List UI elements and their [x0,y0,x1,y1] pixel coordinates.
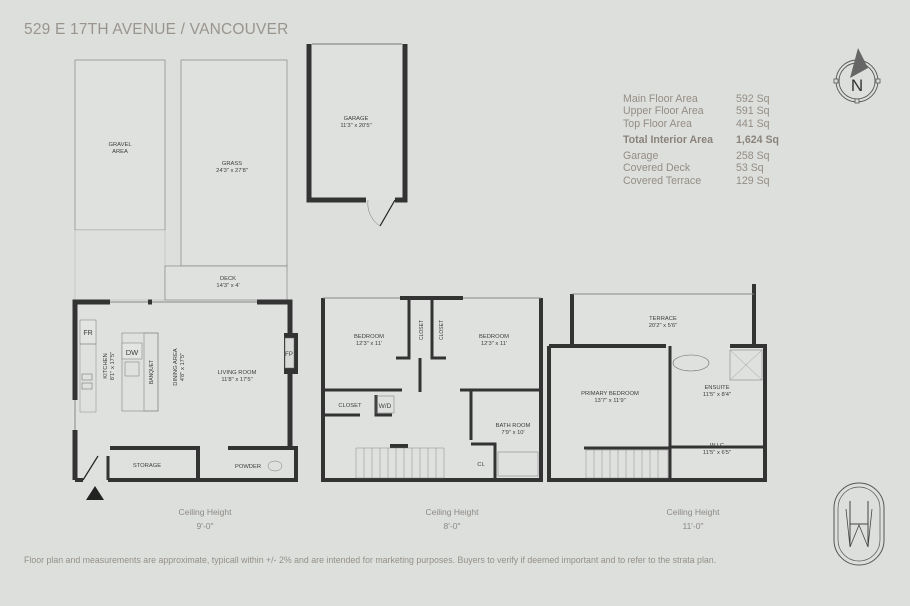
grass-area: GRASS 24'3" x 27'8" [180,59,288,267]
svg-text:14'3" x 4': 14'3" x 4' [216,283,239,289]
svg-text:11'5" x 8'4": 11'5" x 8'4" [703,392,731,398]
fireplace-label: FP [285,352,293,358]
svg-text:W.I.C: W.I.C [710,443,724,449]
fridge-label: FR [83,330,92,337]
svg-text:CLOSET: CLOSET [419,320,425,340]
svg-text:CLOSET: CLOSET [338,403,362,409]
svg-text:LIVING ROOM: LIVING ROOM [218,370,257,376]
north-letter: N [851,76,863,95]
svg-text:GARAGE: GARAGE [344,116,369,122]
entrance-arrow-icon [86,486,104,500]
svg-text:11'3" x 20'5": 11'3" x 20'5" [340,123,371,129]
disclaimer-text: Floor plan and measurements are approxim… [24,555,717,565]
svg-text:GRAVEL: GRAVEL [108,142,132,148]
main-floor-plan: FR DW KITCHEN 8'1" x 17'5" BANQUET DININ… [72,299,298,500]
gravel-area: GRAVEL AREA [74,59,166,231]
svg-text:13'7" x 11'9": 13'7" x 11'9" [594,398,625,404]
svg-text:PRIMARY BEDROOM: PRIMARY BEDROOM [581,391,639,397]
svg-text:11'5" x 6'5": 11'5" x 6'5" [703,450,731,456]
svg-text:STORAGE: STORAGE [133,463,161,469]
svg-text:BEDROOM: BEDROOM [479,334,509,340]
upper-floor-plan: BEDROOM 12'3" x 11' BEDROOM 12'3" x 11' … [321,296,543,482]
svg-text:BEDROOM: BEDROOM [354,334,384,340]
svg-text:AREA: AREA [112,149,128,155]
svg-text:8'1" x 17'5": 8'1" x 17'5" [110,352,116,381]
svg-text:POWDER: POWDER [235,464,261,470]
svg-text:CL: CL [477,462,485,468]
svg-text:24'3" x 27'8": 24'3" x 27'8" [216,168,248,174]
svg-text:12'3" x 11': 12'3" x 11' [356,341,382,347]
top-floor-plan: TERRACE 20'2" x 5'6" PRIMARY BEDROOM 13'… [547,284,767,482]
svg-text:20'2" x 5'6": 20'2" x 5'6" [649,323,678,329]
svg-text:BANQUET: BANQUET [149,360,155,384]
upper-floor-ceiling: Ceiling Height 8'-0" [425,507,479,531]
deck-area: DECK 14'3" x 4' [164,265,288,301]
svg-text:7'9" x 10': 7'9" x 10' [501,430,524,436]
svg-text:11'8" x 17'5": 11'8" x 17'5" [221,377,252,383]
washer-dryer-label: W/D [379,403,392,410]
main-floor-ceiling: Ceiling Height 9'-0" [178,507,232,531]
svg-text:DINING AREA: DINING AREA [173,348,179,385]
svg-text:BATH ROOM: BATH ROOM [496,423,531,429]
north-arrow-icon: N [833,48,881,104]
property-address-title: 529 E 17TH AVENUE / VANCOUVER [24,21,289,38]
top-floor-ceiling: Ceiling Height 11'-0" [666,507,720,531]
svg-text:KITCHEN: KITCHEN [103,353,109,378]
svg-text:TERRACE: TERRACE [649,316,677,322]
svg-text:CLOSET: CLOSET [439,320,445,340]
garage-room: GARAGE 11'3" x 20'5" [306,43,408,227]
svg-text:4'8" x 17'5": 4'8" x 17'5" [180,353,186,382]
hw-monogram-logo-icon [833,482,885,566]
svg-text:GRASS: GRASS [222,161,242,167]
svg-text:ENSUITE: ENSUITE [704,385,729,391]
svg-text:12'3" x 11': 12'3" x 11' [481,341,507,347]
svg-text:DECK: DECK [220,276,236,282]
dishwasher-label: DW [126,348,139,357]
